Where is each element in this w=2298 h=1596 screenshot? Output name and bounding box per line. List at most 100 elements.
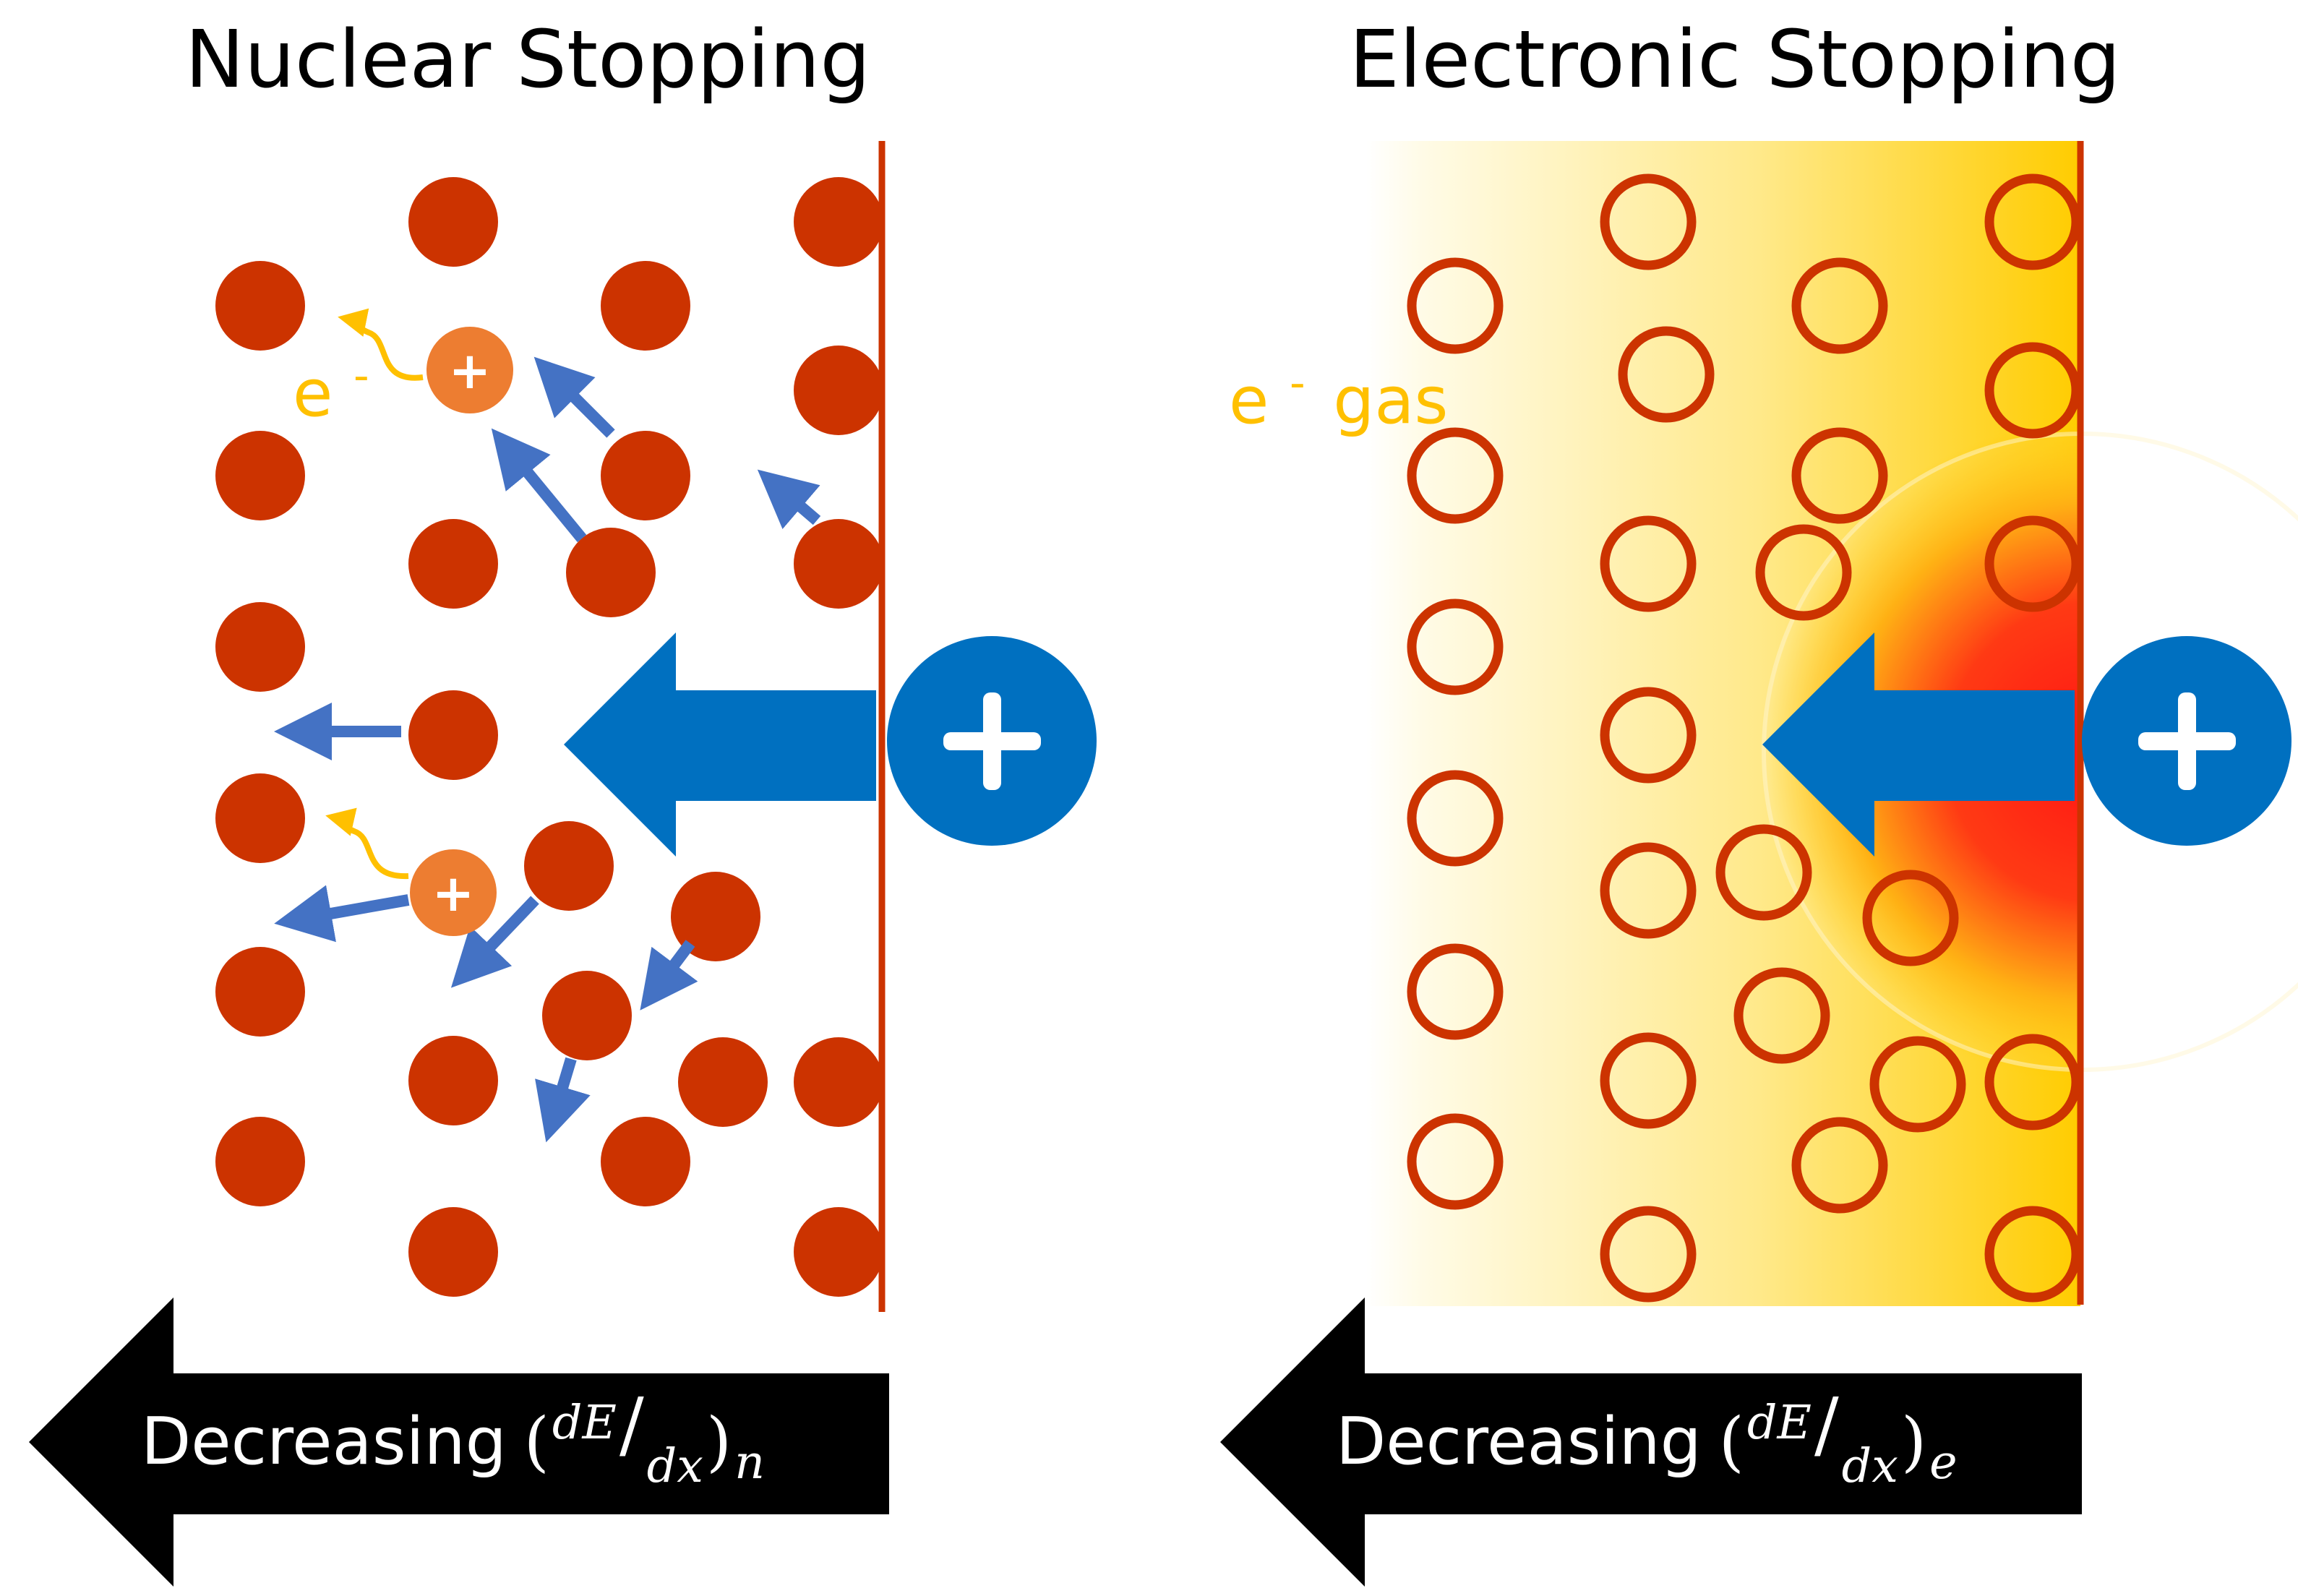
incident-ion: [2082, 636, 2291, 846]
atom: [215, 1117, 305, 1206]
atom: [794, 1207, 883, 1297]
ion-plus-label: +: [449, 341, 492, 400]
ionized-atom: +: [410, 849, 497, 936]
atom: [1984, 515, 2081, 612]
atom: [408, 519, 498, 609]
atom: [215, 261, 305, 351]
atom: [1984, 1034, 2081, 1130]
paren-close: ): [1901, 1404, 1926, 1480]
paren-open: (: [1719, 1404, 1744, 1480]
atom: [794, 1037, 883, 1127]
ionized-atom: +: [426, 327, 513, 413]
atom: [1600, 687, 1697, 784]
atom: [1984, 173, 2081, 270]
atom: [1407, 598, 1504, 695]
atom: [1862, 870, 1959, 966]
electronic-panel: e - gas Decreasing ( dE / dx ) e: [1220, 141, 2298, 1587]
atom: [1407, 257, 1504, 354]
atom: [542, 971, 632, 1060]
electron-symbol: e: [1229, 363, 1269, 439]
nuclear-panel: + + e - Decreasing ( dE / dx: [29, 141, 1097, 1587]
dedx-slash: /: [619, 1382, 644, 1467]
plus-bar-v: [2178, 692, 2196, 790]
atom: [1407, 427, 1504, 524]
dedx-denominator: dx: [1842, 1439, 1898, 1493]
title-electronic-stopping: Electronic Stopping: [1349, 13, 2120, 106]
electron-charge: -: [1290, 358, 1306, 408]
wavy-arrow-icon: [338, 308, 424, 381]
decreasing-arrow: [29, 1297, 889, 1587]
atom: [408, 1207, 498, 1297]
atom: [794, 346, 883, 435]
dedx-subscript: n: [734, 1436, 765, 1490]
atom: [1600, 842, 1697, 939]
recoil-arrows: [274, 356, 821, 1143]
electron-label: e -: [293, 351, 369, 432]
recoil-arrow: [640, 940, 698, 1011]
recoil-arrow: [450, 896, 539, 988]
atom: [601, 261, 690, 351]
atom: [1755, 524, 1852, 621]
atom: [1791, 427, 1888, 524]
decreasing-word: Decreasing: [141, 1404, 507, 1480]
ion-plus-label: +: [432, 864, 475, 923]
atom: [1600, 1032, 1697, 1129]
atom: [1600, 515, 1697, 612]
atom-lattice: [215, 177, 883, 1297]
ionized-atom-body: [426, 327, 513, 413]
atom: [1715, 824, 1812, 921]
incident-ion: [887, 636, 1097, 846]
atom: [601, 431, 690, 520]
atom: [1733, 967, 1830, 1064]
atom: [794, 519, 883, 609]
paren-open: (: [524, 1404, 549, 1480]
decreasing-dedx-e: Decreasing ( dE / dx ) e: [1336, 1382, 1958, 1493]
atom: [1600, 173, 1697, 270]
title-nuclear-stopping: Nuclear Stopping: [185, 13, 870, 106]
electron-symbol: e: [293, 356, 333, 432]
atom: [408, 690, 498, 780]
decreasing-dedx-n: Decreasing ( dE / dx ) n: [141, 1382, 765, 1493]
ionized-atom-body: [410, 849, 497, 936]
atom: [1791, 257, 1888, 354]
paren-close: ): [706, 1404, 732, 1480]
atom: [1984, 1206, 2081, 1303]
wavy-arrow-icon: [325, 807, 409, 880]
electron-charge: -: [353, 351, 369, 401]
atom: [671, 872, 760, 961]
atom: [524, 821, 614, 911]
atom: [215, 773, 305, 863]
recoil-arrow: [491, 428, 587, 543]
recoil-arrow: [535, 1057, 591, 1143]
atom: [1600, 1206, 1697, 1303]
dedx-numerator: dE: [1747, 1396, 1812, 1450]
atom: [408, 177, 498, 267]
atom: [566, 528, 656, 617]
atom: [794, 177, 883, 267]
atom: [1407, 943, 1504, 1040]
atom: [215, 602, 305, 692]
dedx-subscript: e: [1929, 1436, 1957, 1490]
decreasing-word: Decreasing: [1336, 1404, 1702, 1480]
recoil-arrow: [533, 356, 615, 438]
arrow-left-icon: [1762, 632, 2075, 857]
dedx-slash: /: [1814, 1382, 1839, 1467]
gas-word: gas: [1333, 363, 1448, 439]
recoil-arrow: [757, 469, 821, 530]
atom: [601, 1117, 690, 1206]
atom: [408, 1036, 498, 1125]
atom: [1407, 1113, 1504, 1210]
atom: [215, 431, 305, 520]
atom: [1869, 1036, 1966, 1133]
atom: [1407, 770, 1504, 867]
electron-gas-label: e - gas: [1229, 338, 1448, 439]
arrow-left-icon: [564, 632, 876, 857]
decreasing-arrow: [1220, 1297, 2082, 1587]
atom: [1791, 1117, 1888, 1214]
dedx-numerator: dE: [552, 1396, 617, 1450]
dedx-denominator: dx: [647, 1439, 703, 1493]
plus-bar-v: [983, 692, 1001, 790]
atom: [1984, 342, 2081, 439]
atom: [215, 947, 305, 1037]
